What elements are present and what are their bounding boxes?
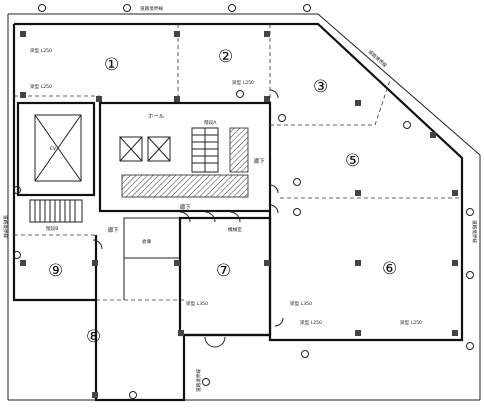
beam-label: 梁型 L250 (30, 47, 52, 54)
storage-label: 倉庫 (142, 238, 152, 245)
elevator-2 (147, 136, 171, 162)
core-box (98, 101, 272, 213)
room-number: ⑤ (345, 151, 360, 171)
road-label-bottom: 道路境界線 (195, 369, 202, 392)
beam-label: 梁型 L250 (30, 83, 52, 90)
room-number: ⑦ (216, 261, 231, 281)
room-number: ⑥ (382, 259, 397, 279)
road-label-right-lower: 道路境界線 (471, 220, 478, 243)
beam-label: 梁型 L350 (186, 300, 208, 307)
road-boundary-right (317, 13, 481, 156)
beam-label: 梁型 L350 (290, 300, 312, 307)
room-number: ② (218, 47, 233, 67)
exterior-markers (13, 4, 474, 399)
hall-label: ホール (148, 113, 165, 120)
shaft-hatch (229, 127, 249, 173)
beam-label: 梁型 L250 (232, 79, 254, 86)
road-label-left: 道路境界線 (2, 215, 9, 238)
doors (92, 89, 284, 348)
storage-room (123, 217, 181, 259)
room-number: ⑧ (86, 327, 101, 347)
corridor-left-label: 廊下 (108, 226, 119, 234)
left-stairs-treads (34, 200, 76, 222)
beam-label: 梁型 L250 (400, 319, 422, 326)
elevator-label: EV (50, 146, 57, 152)
beam-label: 梁型 L250 (300, 319, 322, 326)
left-shaft (16, 101, 96, 197)
left-stairs (29, 199, 83, 223)
corridor-bottom-label: 廊下 (180, 203, 191, 211)
room-number: ① (104, 55, 119, 75)
room-number: ③ (313, 77, 328, 97)
elevator-1 (119, 136, 143, 162)
mechanical-label: 機械室 (228, 226, 242, 233)
shaft-cross (34, 114, 82, 182)
columns (20, 31, 458, 398)
corridor-right-label: 廊下 (254, 157, 265, 165)
stairs-a-label: 階段A (204, 119, 217, 126)
road-label-top: 道路境界線 (140, 5, 163, 12)
mechanical-hatch (121, 174, 249, 198)
room-number: ⑨ (48, 261, 63, 281)
stairs-b-label: 階段B (46, 225, 58, 232)
